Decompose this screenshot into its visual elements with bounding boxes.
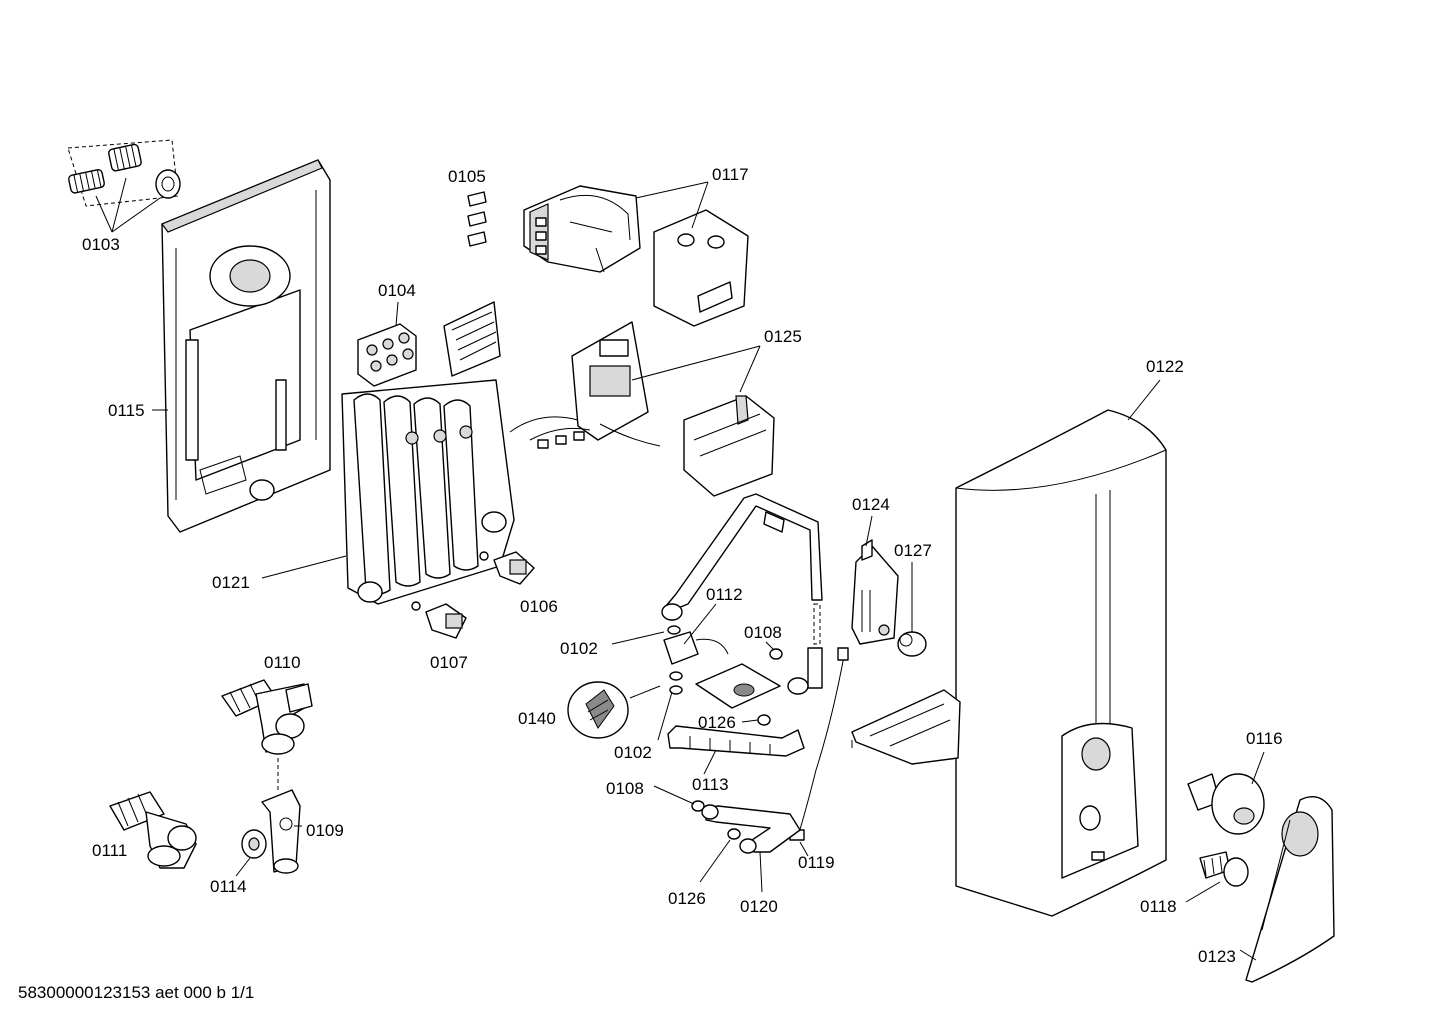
- label-0102-a: 0102: [560, 639, 598, 658]
- part-0106-fitting: [479, 551, 535, 585]
- label-0122: 0122: [1146, 357, 1184, 376]
- label-0102-b: 0102: [614, 743, 652, 762]
- part-0124-bracket: [851, 539, 899, 645]
- part-0109-fitting: [261, 789, 301, 874]
- part-0120-pipe: [691, 800, 801, 854]
- label-0110: 0110: [264, 653, 301, 672]
- label-0111: 0111: [92, 841, 127, 860]
- drawing-footer: 58300000123153 aet 000 b 1/1: [18, 983, 254, 1002]
- part-0103-screws: [67, 139, 181, 233]
- label-0112: 0112: [706, 585, 743, 604]
- part-tray: [851, 689, 961, 765]
- label-0125: 0125: [764, 327, 802, 346]
- part-0111-valve: [109, 791, 197, 869]
- label-0117: 0117: [712, 165, 749, 184]
- label-0109: 0109: [306, 821, 344, 840]
- label-0115: 0115: [108, 401, 145, 420]
- label-0108-b: 0108: [606, 779, 644, 798]
- part-0118-knob: [1199, 851, 1249, 887]
- label-0116: 0116: [1246, 729, 1283, 748]
- part-0122-front-cover: [955, 409, 1167, 917]
- part-0110-valve: [221, 679, 313, 755]
- label-0127: 0127: [894, 541, 932, 560]
- part-labels: 0103 0105 0117 0104 0125 0115 0122 0124 …: [82, 165, 1283, 966]
- label-0108-a: 0108: [744, 623, 782, 642]
- part-0123-cover: [1245, 796, 1335, 983]
- label-0107: 0107: [430, 653, 468, 672]
- label-0114: 0114: [210, 877, 247, 896]
- part-0117-switch-assembly: [523, 185, 749, 327]
- label-0140: 0140: [518, 709, 556, 728]
- label-0126-a: 0126: [698, 713, 736, 732]
- part-0115-mounting-frame: [161, 159, 331, 533]
- part-0125-electronics: [509, 321, 775, 497]
- label-0104: 0104: [378, 281, 416, 300]
- part-0104-terminal-block: [357, 323, 417, 387]
- label-0103: 0103: [82, 235, 120, 254]
- part-0112-pipe-assembly: [661, 493, 823, 709]
- label-0120: 0120: [740, 897, 778, 916]
- label-0123: 0123: [1198, 947, 1236, 966]
- label-0121: 0121: [212, 573, 250, 592]
- label-0106: 0106: [520, 597, 558, 616]
- part-0113-hose: [667, 714, 805, 757]
- part-0140-cap: [567, 681, 629, 739]
- label-0113: 0113: [692, 775, 729, 794]
- part-0114-nut: [241, 829, 267, 859]
- part-0127-knob: [897, 631, 927, 657]
- label-0119: 0119: [798, 853, 835, 872]
- label-0126-b: 0126: [668, 889, 706, 908]
- part-0107-fitting: [411, 601, 467, 639]
- label-0118: 0118: [1140, 897, 1177, 916]
- part-0105-terminals: [467, 191, 487, 247]
- label-0105: 0105: [448, 167, 486, 186]
- part-0116-knob: [1187, 773, 1265, 835]
- label-0124: 0124: [852, 495, 890, 514]
